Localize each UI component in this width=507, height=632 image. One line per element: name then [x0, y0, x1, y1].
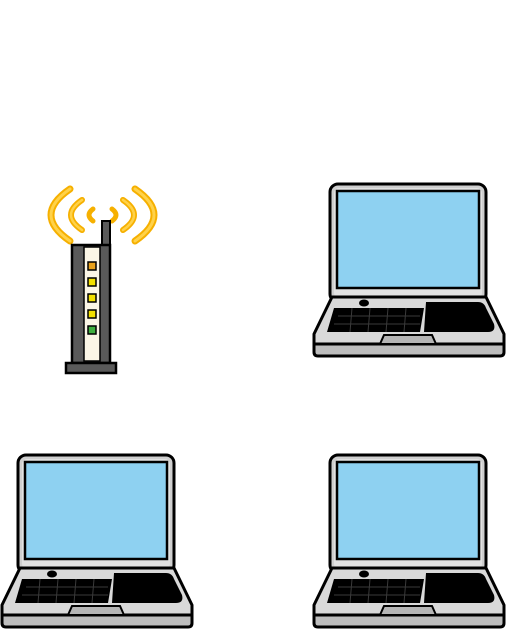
- router-led: [87, 293, 97, 303]
- router-base: [64, 361, 118, 375]
- signal-waves-right: [109, 185, 158, 245]
- laptop-icon: [312, 453, 506, 629]
- signal-waves-left: [47, 185, 96, 245]
- router-led: [87, 261, 97, 271]
- router-led: [87, 309, 97, 319]
- router-leds: [87, 261, 97, 335]
- router-led: [87, 325, 97, 335]
- laptop-icon: [0, 453, 194, 629]
- wifi-router-icon: [47, 185, 158, 375]
- laptop-icon: [312, 182, 506, 358]
- router-led: [87, 277, 97, 287]
